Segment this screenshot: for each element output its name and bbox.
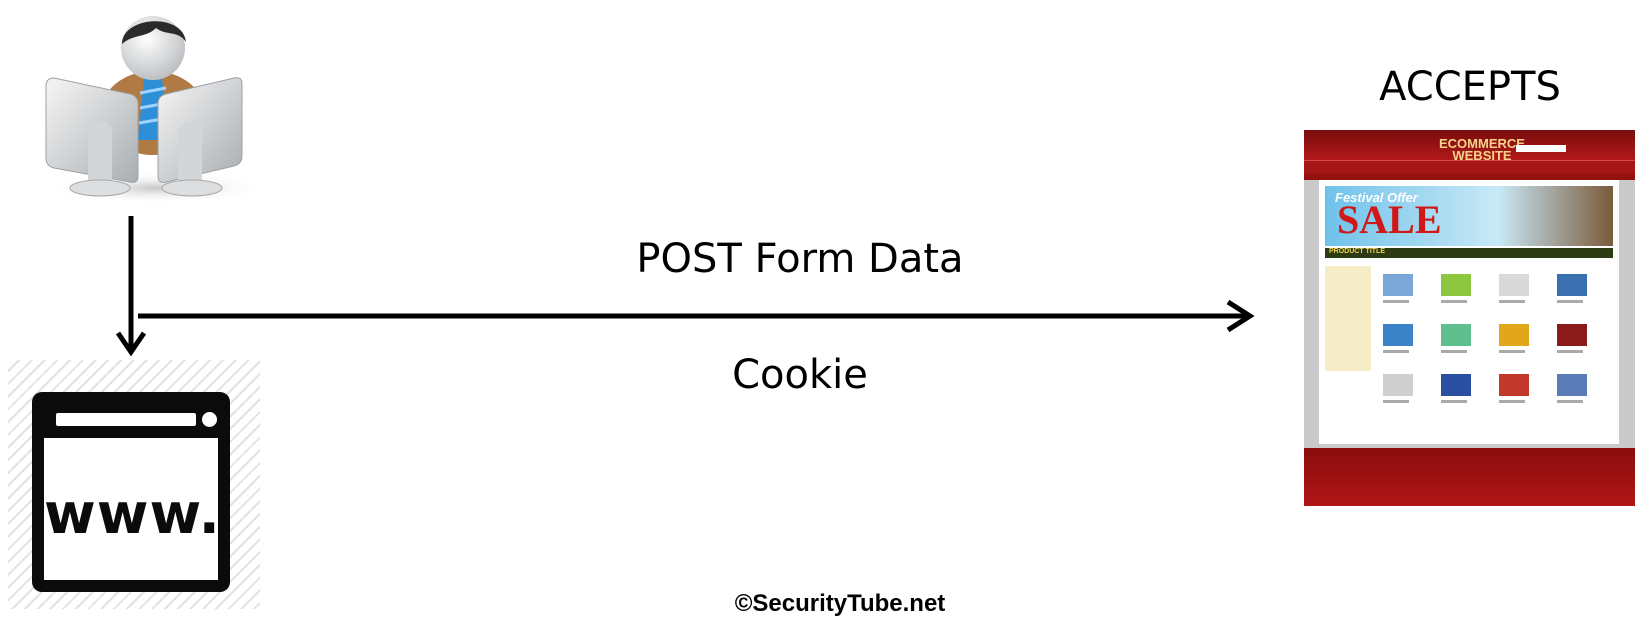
product-caption-line	[1499, 350, 1525, 353]
accepts-label: ACCEPTS	[1379, 64, 1561, 110]
product-caption-line	[1499, 300, 1525, 303]
site-sale-banner: Festival Offer SALE	[1325, 186, 1613, 246]
browser-window-icon: www.	[32, 392, 230, 592]
cookie-label: Cookie	[732, 352, 868, 398]
product-caption-line	[1441, 400, 1467, 403]
browser-dot	[202, 412, 217, 427]
product-caption-line	[1383, 300, 1409, 303]
site-product-grid	[1379, 266, 1613, 436]
product-thumbnail	[1383, 274, 1413, 296]
site-footer	[1304, 448, 1635, 506]
product-caption-line	[1383, 350, 1409, 353]
post-form-data-label: POST Form Data	[636, 236, 964, 282]
product-thumbnail	[1557, 324, 1587, 346]
user-at-computer-icon	[44, 16, 268, 204]
site-nav-bar	[1304, 160, 1635, 174]
site-logo-line1: ECOMMERCE	[1439, 136, 1525, 151]
product-thumbnail	[1383, 374, 1413, 396]
site-main-area: Festival Offer SALE PRODUCT TITLE	[1319, 180, 1619, 444]
browser-url-bar	[56, 413, 196, 426]
site-logo: ECOMMERCE WEBSITE	[1439, 136, 1525, 163]
banner-festival-text: Festival Offer	[1335, 190, 1418, 205]
www-text: www.	[44, 482, 221, 547]
horizontal-arrow-head	[1226, 299, 1255, 333]
vertical-arrow-head	[115, 331, 147, 357]
copyright-text: ©SecurityTube.net	[734, 590, 946, 617]
product-caption-line	[1499, 400, 1525, 403]
product-thumbnail	[1441, 274, 1471, 296]
product-thumbnail	[1441, 324, 1471, 346]
product-thumbnail	[1499, 274, 1529, 296]
banner-sale-text: SALE	[1337, 197, 1442, 242]
product-thumbnail	[1441, 374, 1471, 396]
product-title-text: PRODUCT TITLE	[1329, 248, 1385, 255]
product-caption-line	[1557, 350, 1583, 353]
product-caption-line	[1557, 400, 1583, 403]
product-thumbnail	[1499, 374, 1529, 396]
browser-titlebar	[44, 404, 218, 438]
product-caption-line	[1441, 300, 1467, 303]
browser-www-icon: www.	[8, 360, 260, 609]
product-thumbnail	[1383, 324, 1413, 346]
ecommerce-website-screenshot: ECOMMERCE WEBSITE Festival Offer SALE PR…	[1304, 130, 1635, 506]
site-logo-line2: WEBSITE	[1452, 148, 1512, 163]
product-thumbnail	[1557, 374, 1587, 396]
product-caption-line	[1557, 300, 1583, 303]
site-header: ECOMMERCE WEBSITE	[1304, 130, 1635, 180]
product-caption-line	[1383, 400, 1409, 403]
site-category-sidebar	[1325, 266, 1371, 371]
product-caption-line	[1441, 350, 1467, 353]
product-thumbnail	[1557, 274, 1587, 296]
product-thumbnail	[1499, 324, 1529, 346]
site-search-box	[1516, 145, 1566, 152]
site-product-title-bar: PRODUCT TITLE	[1325, 248, 1613, 258]
